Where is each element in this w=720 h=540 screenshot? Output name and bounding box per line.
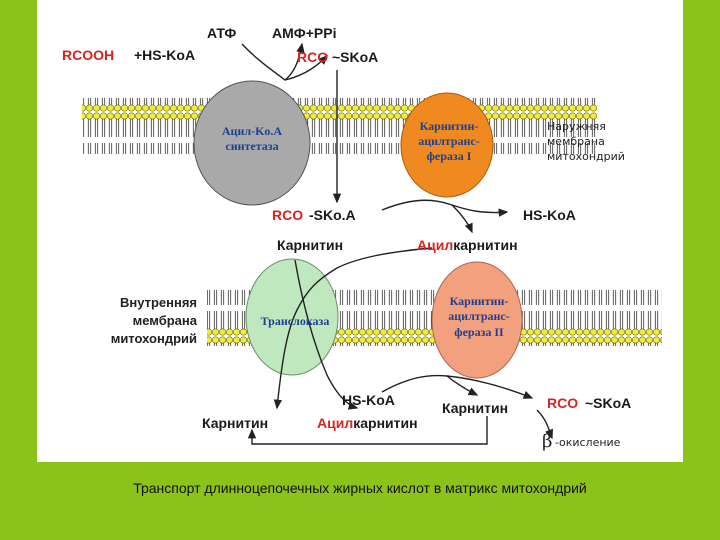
hs-koa-label: +HS-KoA [134,47,195,63]
cat2-label-3: фераза II [454,325,504,339]
hs-koa-mid-label: HS-KoA [523,207,576,223]
diagram-panel: АТФ АМФ+PPi RCOOH +HS-KoA RCO ~SKoA Ацил… [37,0,683,462]
rcooh-label: RCOOH [62,47,114,63]
oxidation-label: -окисление [555,436,621,449]
cat2-label-1: Карнитин- [450,294,509,308]
reaction-arrows [241,42,553,445]
acyl-mid-prefix: Ацил [417,237,453,253]
cat1-label-2: ацилтранс- [418,134,480,148]
synthetase-label-2: синтетаза [225,139,278,153]
skoa-matrix-label: ~SKoA [585,395,631,411]
cat2-label-2: ацилтранс- [448,309,510,323]
outer-membrane-label-1: Наружняя [547,120,606,133]
carnitine-matrix-right-label: Карнитин [442,400,508,416]
inner-membrane-label-3: митохондрий [111,331,197,346]
carnitine-acyltransferase-1 [400,92,494,198]
translocase-label: Транслоказа [261,314,330,328]
beta-symbol: β [542,431,552,452]
amp-ppi-label: АМФ+PPi [272,25,336,41]
acyl-coa-synthetase [193,80,311,206]
carnitine-matrix-left-label: Карнитин [202,415,268,431]
rco-mid-label: RCO [272,207,303,223]
synthetase-label-1: Ацил-Ko.A [222,124,283,138]
carnitine-acyltransferase-2 [431,261,523,379]
outer-membrane-label-3: митохондрий [547,150,625,163]
acylcarnitine-matrix-label: Ацилкарнитин [317,415,418,431]
acyl-matrix-prefix: Ацил [317,415,353,431]
acylcarnitine-matrix-suffix: карнитин [353,415,417,431]
rco-top-label: RCO [297,49,328,65]
cat1-label-3: фераза I [427,149,472,163]
skoa-mid-label: -SKo.A [309,207,356,223]
figure-caption: Транспорт длинноцепочечных жирных кислот… [133,480,587,496]
cat1-label-1: Карнитин- [420,119,479,133]
acylcarnitine-mid-suffix: карнитин [453,237,517,253]
hs-koa-matrix-label: HS-KoA [342,392,395,408]
translocase [245,258,339,376]
skoa-top-label: ~SKoA [332,49,378,65]
rco-matrix-label: RCO [547,395,578,411]
inner-membrane-label-1: Внутренняя [120,295,197,310]
acylcarnitine-mid-label: Ацилкарнитин [417,237,518,253]
inner-membrane-label-2: мембрана [133,313,198,328]
outer-membrane-label-2: мембрана [547,135,605,148]
carnitine-shuttle-diagram: АТФ АМФ+PPi RCOOH +HS-KoA RCO ~SKoA Ацил… [62,25,662,452]
carnitine-mid-label: Карнитин [277,237,343,253]
outer-membrane [82,98,597,154]
atp-label: АТФ [207,25,236,41]
